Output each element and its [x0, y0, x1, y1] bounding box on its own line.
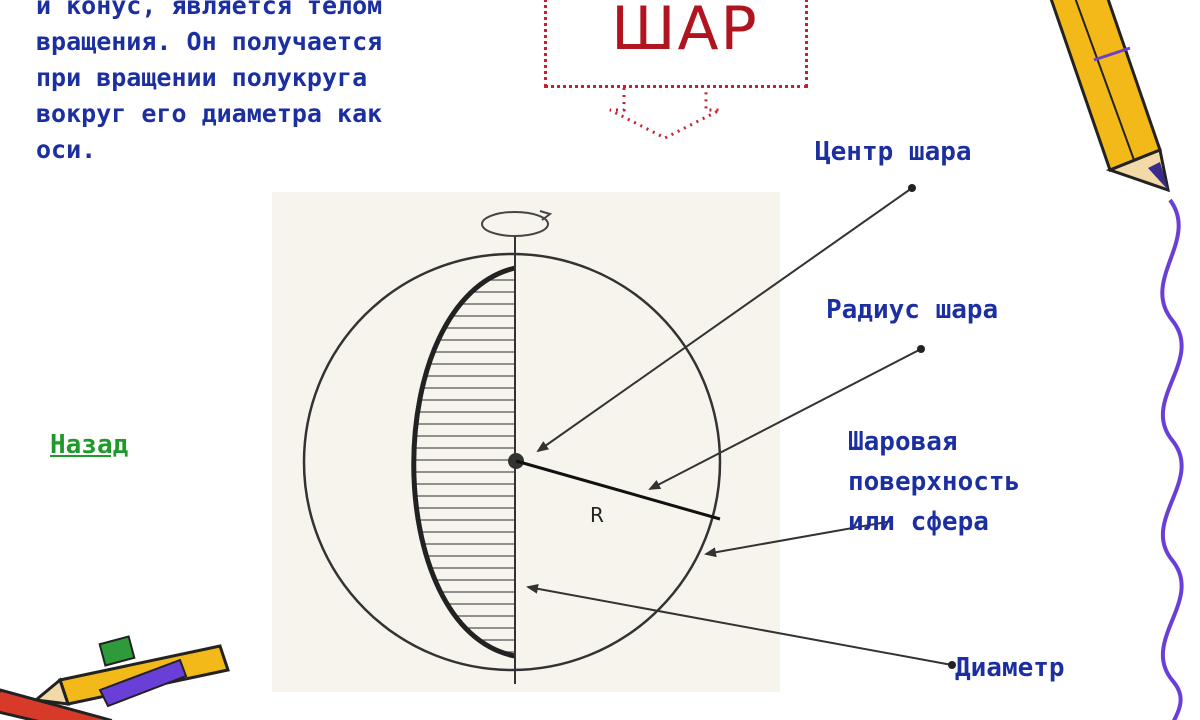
center-pointer-arrow	[536, 187, 913, 453]
intro-line: вращения. Он получается	[36, 27, 383, 56]
surface-pointer-arrow	[704, 520, 893, 558]
label-line: Шаровая	[848, 427, 958, 457]
label-sphere-radius: Радиус шара	[826, 295, 999, 325]
back-link[interactable]: Назад	[50, 430, 129, 460]
rotation-arrow-icon	[481, 211, 549, 237]
label-sphere-center: Центр шара	[815, 137, 972, 167]
semicircle-arc	[411, 265, 516, 659]
title-frame	[544, 0, 808, 88]
pencil-icon	[1049, 0, 1170, 193]
intro-line: вокруг его диаметра как	[36, 99, 383, 128]
intro-line: оси.	[36, 135, 97, 164]
radius-line	[515, 459, 721, 521]
intro-text: и конус, является телом вращения. Он пол…	[36, 0, 486, 168]
pencils-icon	[0, 635, 230, 720]
decorative-squiggle	[1160, 198, 1184, 720]
radius-mark: R	[590, 503, 604, 527]
diameter-pointer-arrow	[526, 583, 953, 666]
intro-line: и конус, является телом	[36, 0, 383, 20]
label-sphere-surface: Шаровая поверхность или сфера	[848, 422, 1020, 542]
diagram-backdrop	[272, 192, 780, 692]
title-arrow	[609, 88, 721, 140]
sphere-outline	[302, 252, 722, 672]
label-diameter: Диаметр	[955, 653, 1065, 683]
label-line: или сфера	[848, 507, 989, 537]
radius-pointer-arrow	[648, 348, 922, 490]
intro-line: при вращении полукруга	[36, 63, 368, 92]
label-line: поверхность	[848, 467, 1021, 497]
slide-title: ШАР	[611, 0, 759, 64]
